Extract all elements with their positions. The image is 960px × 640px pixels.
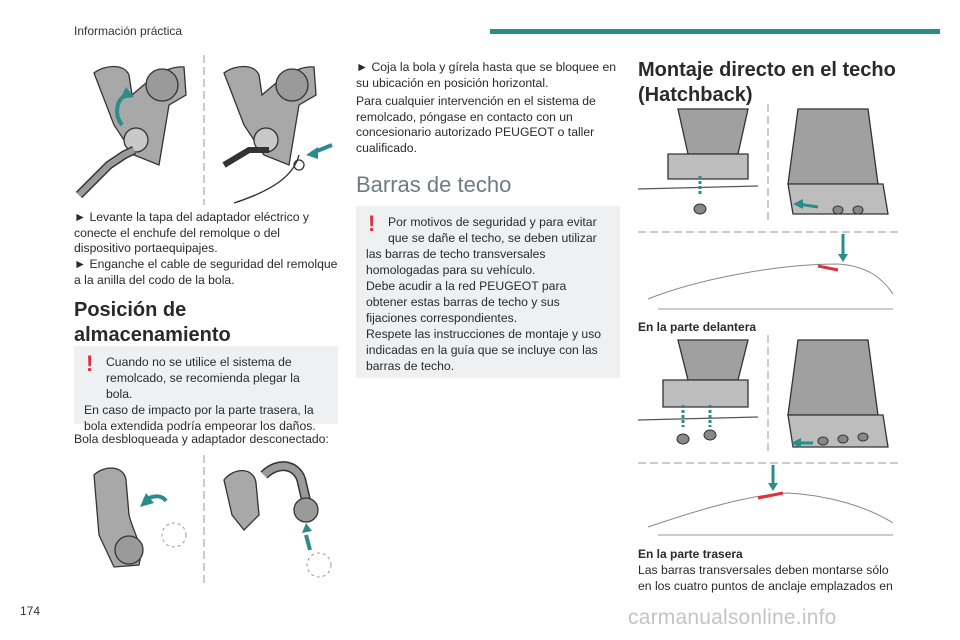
warning-storage-rest: En caso de impacto por la parte trasera,… <box>84 403 316 433</box>
header-accent-bar <box>490 29 940 34</box>
caption-unlocked-ball: Bola desbloqueada y adaptador desconecta… <box>74 432 329 446</box>
step-connect-plug: ► Levante la tapa del adaptador eléctric… <box>74 210 309 255</box>
paragraph-anchor-points: Las barras transversales deben montarse … <box>638 563 893 593</box>
paragraph-service: Para cualquier intervención en el sistem… <box>356 94 596 155</box>
caption-front: En la parte delantera <box>638 320 757 334</box>
step-safety-cable: ► Enganche el cable de seguridad del rem… <box>74 257 338 287</box>
page-number: 174 <box>20 604 41 618</box>
front-mount-figure <box>638 104 900 310</box>
warning-storage-first: Cuando no se utilice el sistema de remol… <box>106 355 300 401</box>
towbar-connection-figure <box>75 55 333 205</box>
caption-rear: En la parte trasera <box>638 547 743 561</box>
header-title: Información práctica <box>74 24 183 38</box>
warning-roof-rest: las barras de techo transversales homolo… <box>366 247 602 373</box>
warning-roof-bars: ! Por motivos de seguridad y para evitar… <box>356 206 620 378</box>
warning-roof-first: Por motivos de seguridad y para evitar q… <box>388 215 597 245</box>
ball-unlocked-figure <box>93 455 332 585</box>
warning-icon: ! <box>86 351 94 376</box>
step-lock-ball: ► Coja la bola y gírela hasta que se blo… <box>356 60 617 90</box>
warning-icon: ! <box>368 211 376 236</box>
warning-storage: ! Cuando no se utilice el sistema de rem… <box>74 346 338 433</box>
rear-mount-figure <box>638 335 900 536</box>
watermark: carmanualsonline.info <box>628 606 837 629</box>
heading-direct-roof-mount: Montaje directo en el techo (Hatchback) <box>638 59 896 106</box>
heading-roof-bars: Barras de techo <box>356 172 512 197</box>
heading-storage-position: Posición de almacenamiento <box>74 299 231 346</box>
